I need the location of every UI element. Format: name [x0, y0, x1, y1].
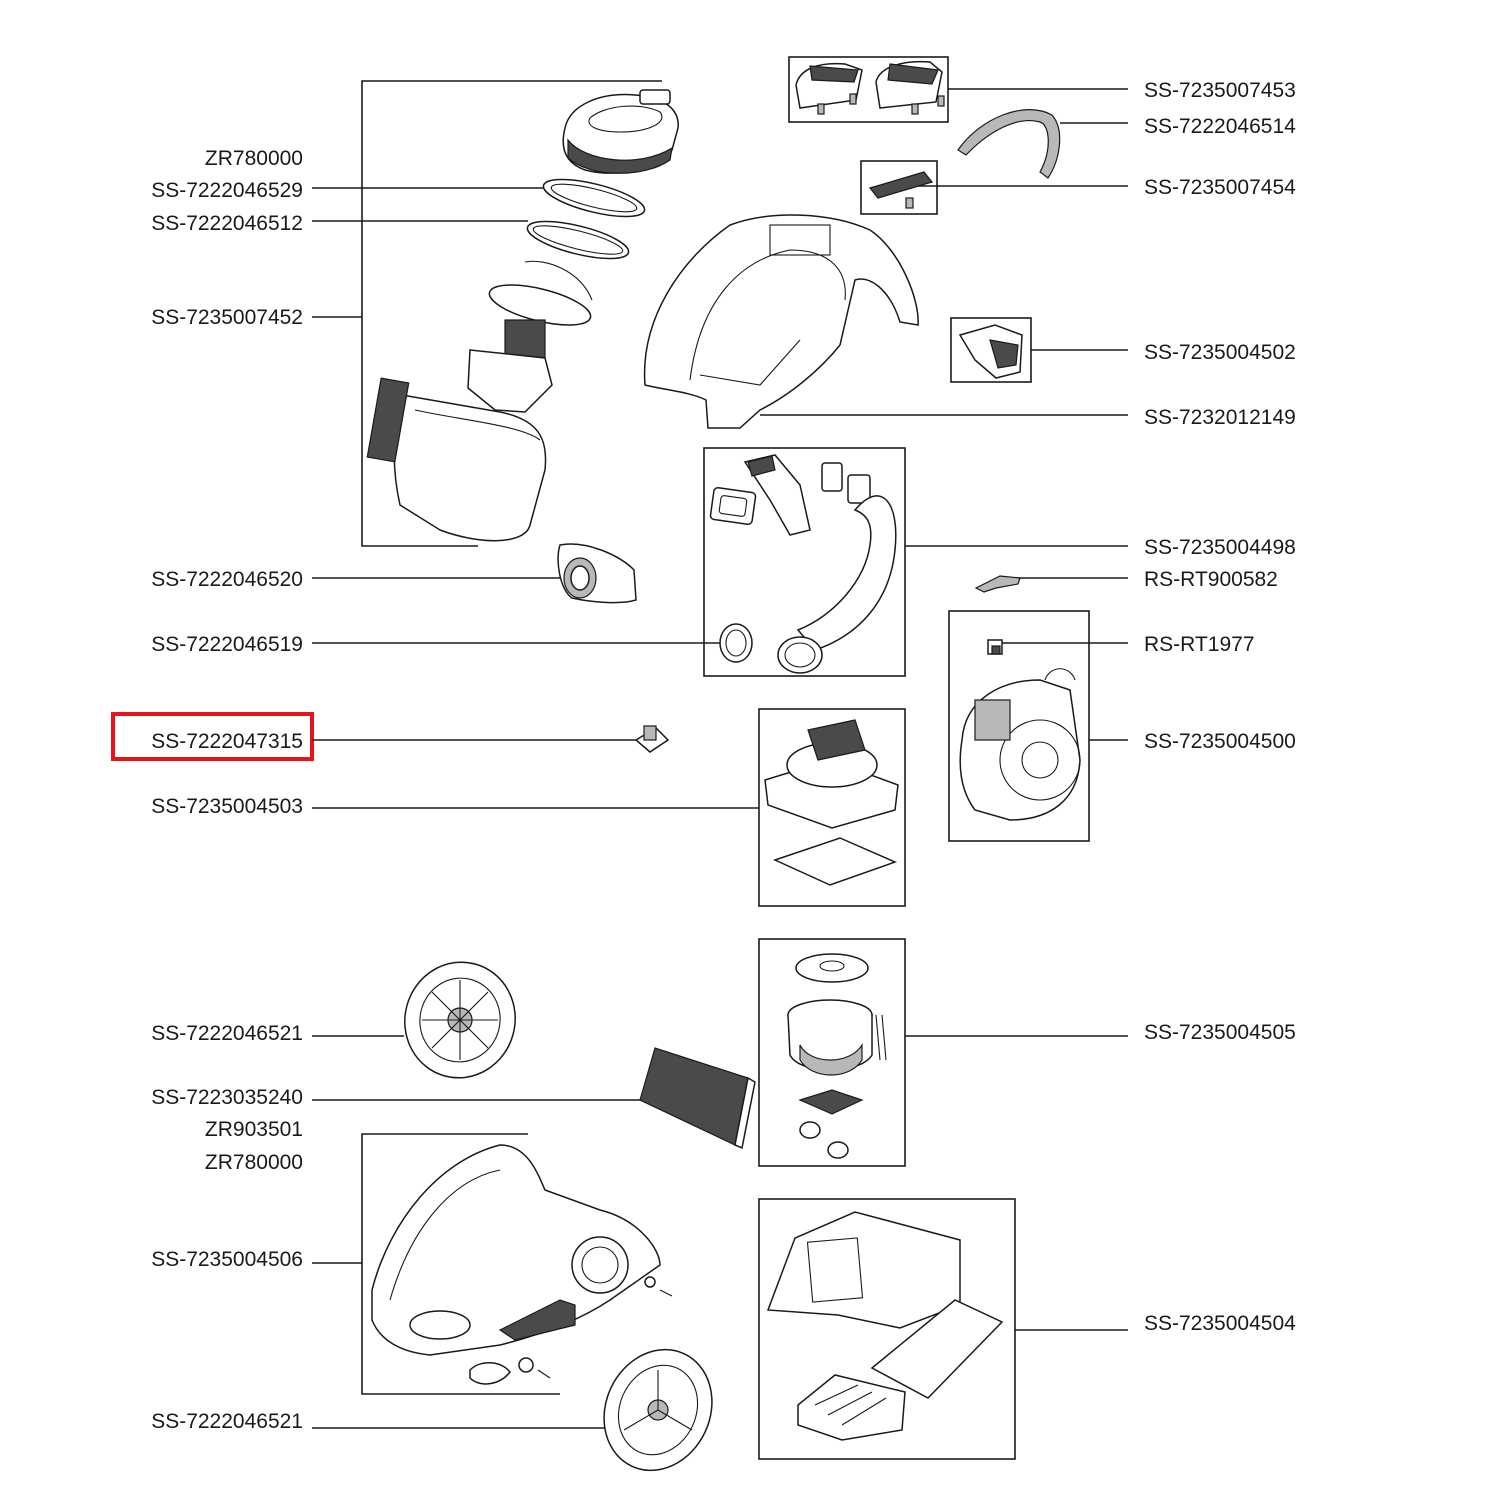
label-ss-7235007454[interactable]: SS-7235007454 [1144, 176, 1296, 199]
part-duct-set [709, 454, 897, 674]
part-cyclone-filter [467, 260, 593, 413]
label-ss-7222046521-b[interactable]: SS-7222046521 [151, 1410, 303, 1433]
label-ss-7235004498[interactable]: SS-7235004498 [1144, 536, 1296, 559]
box-ss-7235004502 [950, 317, 1032, 383]
label-ss-7223035240[interactable]: SS-7223035240 [151, 1086, 303, 1109]
label-rs-rt900582[interactable]: RS-RT900582 [1144, 568, 1278, 591]
box-ss-7235004500 [948, 610, 1090, 842]
label-zr903501[interactable]: ZR903501 [205, 1118, 303, 1141]
part-dust-container-lid [562, 89, 679, 174]
part-motor [787, 953, 887, 1159]
part-boxes [703, 56, 1090, 1460]
bracket-base-group [361, 1133, 560, 1395]
part-ring-seal-1 [542, 178, 646, 218]
box-ss-7235004503 [758, 708, 906, 907]
part-main-cover [643, 214, 919, 429]
label-rs-rt1977[interactable]: RS-RT1977 [1144, 633, 1255, 656]
box-ss-7235007453 [788, 56, 949, 123]
part-cord-rewinder [959, 668, 1081, 821]
part-button-slider [868, 171, 934, 209]
part-hepa-filter [639, 1047, 756, 1150]
part-wheel-front [603, 1348, 713, 1472]
label-ss-7235004503[interactable]: SS-7235004503 [151, 795, 303, 818]
part-motor-cover [764, 719, 899, 886]
part-base-body [371, 1144, 673, 1385]
part-inlet-nozzle [557, 543, 637, 604]
label-ss-7235004500[interactable]: SS-7235004500 [1144, 730, 1296, 753]
part-switch-clip [974, 575, 1021, 593]
part-dust-bin [366, 377, 547, 542]
highlight-box [111, 712, 314, 761]
label-ss-7222046514[interactable]: SS-7222046514 [1144, 115, 1296, 138]
label-ss-7222047315[interactable]: SS-7222047315 [151, 730, 303, 753]
label-ss-7222046520[interactable]: SS-7222046520 [151, 568, 303, 591]
left-labels: ZR780000 SS-7222046529 SS-7222046512 SS-… [151, 147, 303, 1433]
label-ss-7235007452[interactable]: SS-7235007452 [151, 306, 303, 329]
label-ss-7222046519[interactable]: SS-7222046519 [151, 633, 303, 656]
label-ss-7222046521-a[interactable]: SS-7222046521 [151, 1022, 303, 1045]
label-zr780000-top[interactable]: ZR780000 [205, 147, 303, 170]
label-ss-7222046529[interactable]: SS-7222046529 [151, 179, 303, 202]
label-ss-7235004502[interactable]: SS-7235004502 [1144, 341, 1296, 364]
leader-lines [312, 80, 1128, 1429]
part-small-clip [634, 725, 670, 753]
label-ss-7235004504[interactable]: SS-7235004504 [1144, 1312, 1296, 1335]
label-zr780000-bottom[interactable]: ZR780000 [205, 1151, 303, 1174]
box-ss-7235004504 [758, 1198, 1016, 1460]
label-ss-7235004505[interactable]: SS-7235004505 [1144, 1021, 1296, 1044]
part-bag-compartment [766, 1211, 1004, 1441]
label-ss-7232012149[interactable]: SS-7232012149 [1144, 406, 1296, 429]
part-ring-seal-2 [526, 220, 630, 260]
part-switch-block [987, 639, 1003, 655]
label-ss-7222046512[interactable]: SS-7222046512 [151, 212, 303, 235]
bracket-dust-container-group [361, 80, 662, 547]
label-ss-7235007453[interactable]: SS-7235007453 [1144, 79, 1296, 102]
part-pedal-buttons [795, 60, 945, 115]
part-wheel-rear [404, 961, 516, 1079]
label-ss-7235004506[interactable]: SS-7235004506 [151, 1248, 303, 1271]
box-ss-7235007454 [860, 160, 938, 215]
box-ss-7235004505 [758, 938, 906, 1167]
part-carry-handle [957, 109, 1061, 179]
box-ss-7235004498 [703, 447, 906, 677]
part-side-latch [958, 324, 1023, 379]
right-labels: SS-7235007453 SS-7222046514 SS-723500745… [1144, 79, 1296, 1335]
